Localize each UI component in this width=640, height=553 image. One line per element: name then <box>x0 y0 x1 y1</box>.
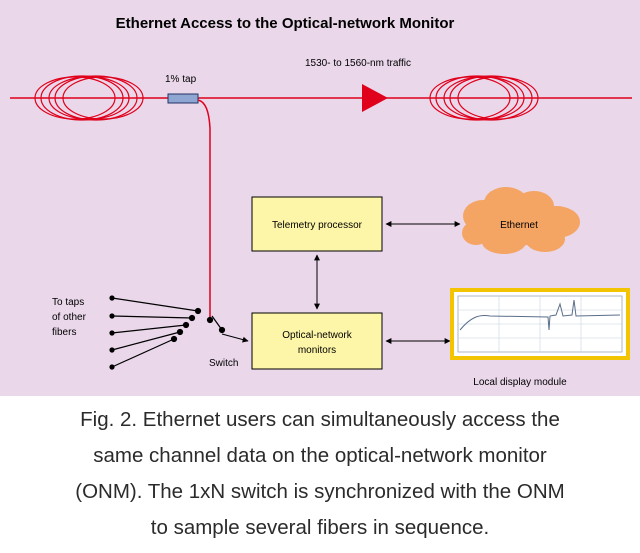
other-fibers-label-line2: of other <box>52 312 87 323</box>
onm-box <box>251 312 383 370</box>
caption-line-4: to sample several fibers in sequence. <box>150 516 490 539</box>
figure-caption: Fig. 2. Ethernet users can simultaneousl… <box>0 396 640 553</box>
other-fibers-label-line1: To taps <box>52 297 84 308</box>
telemetry-processor-box <box>251 196 383 252</box>
switch-symbol <box>170 307 226 343</box>
display-label: Local display module <box>473 377 567 388</box>
tap-label: 1% tap <box>165 74 197 85</box>
local-display-module <box>450 288 630 360</box>
ethernet-cloud <box>462 187 580 254</box>
tap-coupler <box>167 93 199 104</box>
caption-line-1: Fig. 2. Ethernet users can simultaneousl… <box>80 408 560 431</box>
onm-label-line1: Optical-network <box>282 330 352 341</box>
diagram-figure: Ethernet Access to the Optical-network M… <box>0 0 640 396</box>
traffic-label: 1530- to 1560-nm traffic <box>305 58 411 69</box>
ethernet-label: Ethernet <box>500 220 538 231</box>
caption-line-3: (ONM). The 1xN switch is synchronized wi… <box>75 480 565 503</box>
caption-line-2: same channel data on the optical-network… <box>93 444 547 467</box>
switch-label: Switch <box>209 358 238 369</box>
traffic-arrow <box>362 84 388 112</box>
onm-label-line2: monitors <box>298 345 336 356</box>
other-fibers-label-line3: fibers <box>52 327 76 338</box>
diagram-title: Ethernet Access to the Optical-network M… <box>116 15 455 32</box>
other-fiber-lines <box>109 295 199 370</box>
switch-onm-link <box>221 333 249 343</box>
tap-fiber <box>197 99 211 318</box>
telemetry-processor-label: Telemetry processor <box>272 220 363 231</box>
